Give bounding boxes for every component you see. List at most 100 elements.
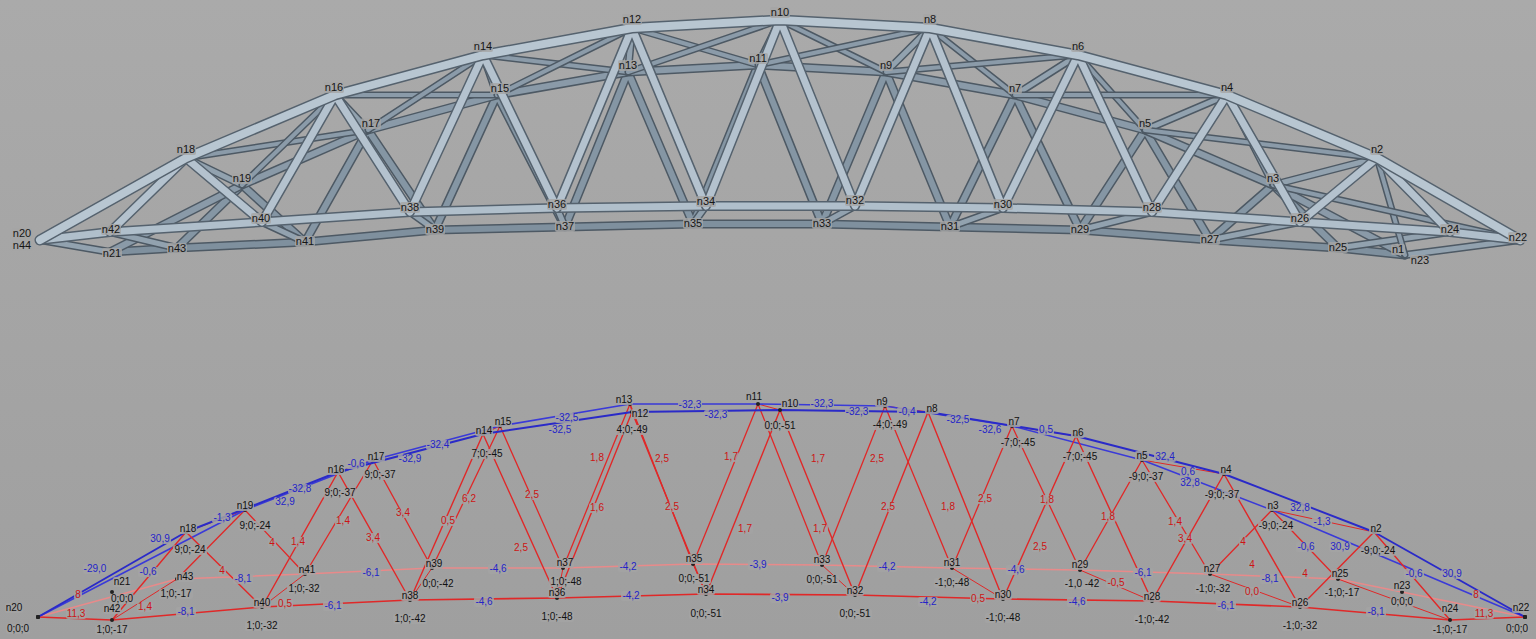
steel-member-edge (110, 20, 1450, 232)
joint-dot (1448, 618, 1452, 622)
label-anchor: n6 (1071, 36, 1085, 54)
label-anchor: n11 (745, 386, 763, 404)
node-result-label: 0;0;-51 (677, 574, 710, 584)
label-anchor: n22 (1508, 227, 1528, 245)
label-anchor: -1;0;-17 (1324, 582, 1360, 600)
label-anchor: n38 (400, 197, 420, 215)
label-anchor: -4,2 (618, 556, 637, 574)
label-anchor: n11 (748, 48, 768, 66)
lower-chord (38, 594, 1525, 620)
member-force-label: 0,0 (1244, 587, 1260, 597)
label-anchor: 0,0 (1244, 581, 1260, 599)
member-force-label: 1,8 (1039, 495, 1055, 505)
joint-dot (36, 615, 40, 619)
label-anchor: 2,5 (664, 496, 680, 514)
node-result-label: n29 (1071, 560, 1090, 570)
node-result-label: 9;0;-37 (323, 488, 356, 498)
node-result-label: -9;0;-24 (1258, 521, 1294, 531)
joint-label: n16 (324, 82, 344, 93)
label-anchor: n44 (12, 235, 32, 253)
node-result-label: -9;0;-24 (1360, 546, 1396, 556)
label-anchor: n14 (475, 420, 494, 438)
node-result-label: n35 (685, 554, 704, 564)
steel-member (110, 20, 1450, 232)
label-anchor: -1,3 (1312, 511, 1331, 529)
label-anchor: n8 (925, 398, 938, 416)
label-anchor: n23 (1410, 250, 1430, 268)
label-anchor: 11,3 (1474, 603, 1495, 621)
label-anchor: 1,8 (589, 447, 605, 465)
joint-dot (1523, 615, 1527, 619)
joint-label: n35 (683, 218, 703, 229)
label-anchor: n4 (1220, 77, 1234, 95)
label-anchor: -9;0;-24 (1258, 515, 1294, 533)
chord-force-label: -32,9 (398, 454, 423, 464)
node-result-label: 9;0;-24 (173, 545, 206, 555)
chord-force-label: 32,4 (1154, 452, 1175, 462)
chord-force-label: -8,1 (1260, 574, 1279, 584)
joint-label: n7 (1008, 83, 1022, 94)
label-anchor: n2 (1369, 518, 1382, 536)
chord-force-label: -8,1 (176, 607, 195, 617)
label-anchor: 2,5 (1032, 536, 1048, 554)
chord-force-label: 32,8 (1289, 503, 1310, 513)
label-anchor: -4,6 (488, 558, 507, 576)
label-anchor: -1,3 (212, 507, 231, 525)
label-anchor: 6,2 (461, 488, 477, 506)
label-anchor: 1,4 (290, 531, 306, 549)
label-anchor: -6,1 (1216, 595, 1235, 613)
label-anchor: -32,6 (978, 419, 1003, 437)
chord-force-label: -29,0 (83, 564, 108, 574)
chord-force-label: -32,3 (810, 399, 835, 409)
joint-label: n36 (547, 199, 567, 210)
label-anchor: -9;0;-37 (1128, 466, 1164, 484)
label-anchor: -4,2 (918, 591, 937, 609)
node-result-label: n5 (1135, 451, 1148, 461)
label-anchor: n16 (327, 459, 346, 477)
joint-label: n42 (101, 224, 121, 235)
joint-label: n29 (1070, 224, 1090, 235)
node-result-label: 4;0;-49 (615, 425, 648, 435)
label-anchor: n41 (298, 559, 317, 577)
member-force-label: 8 (1472, 590, 1480, 600)
label-anchor: n19 (232, 168, 252, 186)
label-anchor: -1;0;-32 (1195, 578, 1231, 596)
label-anchor: -32,8 (288, 478, 313, 496)
node-result-label: 9;0;-24 (238, 521, 271, 531)
node-result-label: 1;0;-32 (245, 621, 278, 631)
lower-chord (38, 564, 1525, 617)
label-anchor: n43 (176, 566, 195, 584)
label-anchor: n2 (1370, 139, 1384, 157)
node-result-label: n17 (367, 452, 386, 462)
label-anchor: n26 (1290, 208, 1310, 226)
joint-label: n2 (1370, 144, 1384, 155)
node-result-label: n7 (1007, 417, 1020, 427)
bridge-render (40, 20, 1520, 255)
label-anchor: 1;0;-42 (393, 608, 426, 626)
joint-label: n30 (993, 199, 1013, 210)
joint-label: n32 (845, 195, 865, 206)
label-anchor: 0;0;0 (1505, 618, 1529, 636)
node-result-label: 1;0;-17 (159, 589, 192, 599)
label-anchor: 2,5 (654, 448, 670, 466)
label-anchor: -29,0 (83, 558, 108, 576)
label-anchor: n8 (923, 9, 937, 27)
member-force-label: 2,5 (869, 454, 885, 464)
label-anchor: -0,6 (1404, 563, 1423, 581)
label-anchor: -3,9 (748, 554, 767, 572)
label-anchor: n30 (993, 194, 1013, 212)
joint-label: n9 (879, 60, 893, 71)
label-anchor: n5 (1135, 445, 1148, 463)
chord-force-label: 0,6 (1180, 467, 1196, 477)
node-result-label: n10 (781, 399, 800, 409)
steel-member-edge (40, 20, 1520, 240)
joint-label: n40 (251, 213, 271, 224)
node-result-label: n13 (615, 395, 634, 405)
label-anchor: 30,9 (1329, 536, 1350, 554)
chord-force-label: -4,6 (488, 564, 507, 574)
joint-label: n33 (812, 218, 832, 229)
node-result-label: 0;0;-51 (838, 609, 871, 619)
label-anchor: n17 (367, 446, 386, 464)
chord-force-label: 30,9 (1441, 569, 1462, 579)
steel-member-edge (1015, 92, 1227, 99)
